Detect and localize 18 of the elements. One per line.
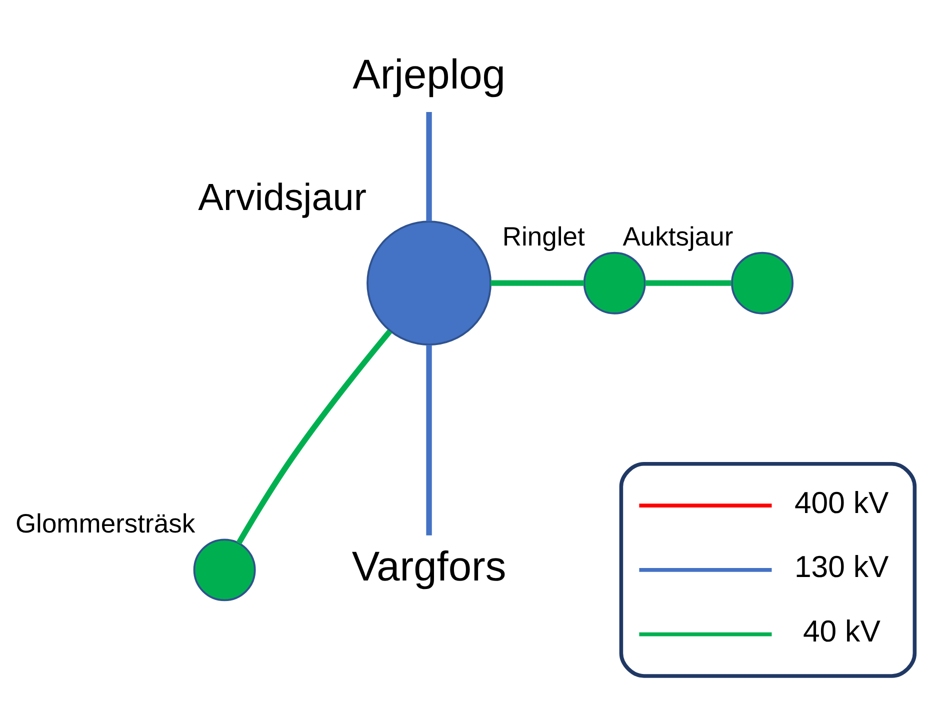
node-text: Arjeplog xyxy=(352,50,506,97)
connector xyxy=(426,111,432,221)
node-label: Ringlet xyxy=(502,221,585,252)
legend-label: 130 kV xyxy=(794,550,889,584)
node-text: Vargfors xyxy=(352,542,506,590)
node-circle xyxy=(583,251,646,314)
connector xyxy=(490,280,584,286)
legend-label: 40 kV xyxy=(802,615,880,648)
node-circle xyxy=(731,251,794,314)
node-label: Glommersträsk xyxy=(15,508,196,538)
connector xyxy=(236,329,392,544)
node-circle xyxy=(366,220,492,346)
legend-label: 400 kV xyxy=(794,486,889,520)
node-label: Auktsjaur xyxy=(622,221,734,252)
connector xyxy=(426,344,432,535)
node-circle xyxy=(193,538,256,601)
connector xyxy=(645,280,732,286)
node-label: Arvidsjaur xyxy=(198,176,366,219)
